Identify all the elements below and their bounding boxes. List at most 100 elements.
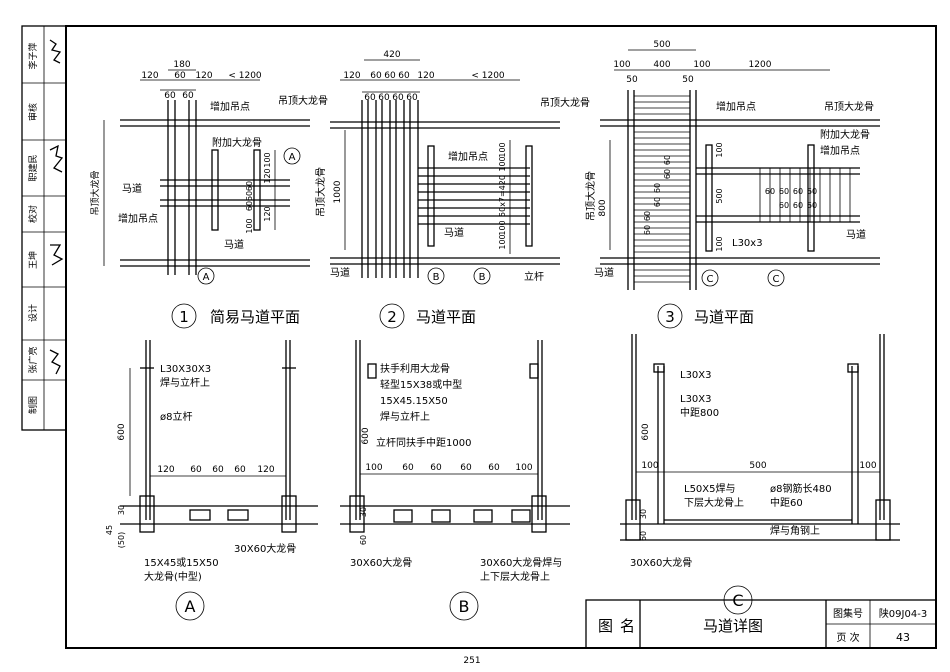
figure-name-label: 图 bbox=[598, 617, 613, 635]
signature bbox=[49, 39, 62, 64]
side-cell-2: 职建民 bbox=[27, 154, 39, 181]
side-cell-3: 校对 bbox=[27, 205, 39, 223]
plan-number: 3 bbox=[665, 308, 675, 326]
dim: 60 bbox=[663, 155, 672, 165]
plan-1: 180 120 60 120 < 1200 60 60 吊顶大龙骨 100 12… bbox=[89, 60, 328, 329]
dim: 800 bbox=[598, 199, 608, 216]
title-block: 图 名 马道详图 图集号 陕09J04-3 页 次 43 bbox=[585, 599, 937, 649]
dim: 120 bbox=[417, 71, 434, 81]
label: 立杆 bbox=[524, 270, 544, 283]
dim: 180 bbox=[173, 60, 190, 70]
dim: 120 bbox=[157, 465, 174, 475]
walkway-slats bbox=[634, 95, 690, 283]
section-marker: C bbox=[773, 274, 780, 285]
label: 增加吊点 bbox=[118, 212, 158, 225]
label: 马道 bbox=[122, 182, 142, 195]
plan-caption: 简易马道平面 bbox=[210, 308, 300, 326]
dim: 60 bbox=[402, 463, 414, 473]
label: 马道 bbox=[444, 226, 464, 239]
note: 中距800 bbox=[680, 406, 719, 419]
dim: 60 bbox=[779, 187, 789, 196]
label: 增加吊点 bbox=[448, 150, 488, 163]
dim: 60 bbox=[639, 531, 648, 541]
section-marker: A bbox=[289, 152, 296, 163]
dim: 60 bbox=[164, 91, 176, 101]
note: 30X60大龙骨 bbox=[350, 556, 412, 569]
dim: 50 bbox=[626, 75, 638, 85]
side-cell-4: 王坤 bbox=[27, 251, 39, 269]
dim: 60 bbox=[430, 463, 442, 473]
dim: 50 bbox=[682, 75, 694, 85]
plan-caption: 马道平面 bbox=[694, 308, 754, 326]
note: 立杆同扶手中距1000 bbox=[376, 436, 471, 449]
dim: 500 bbox=[653, 40, 670, 50]
dim: 60 bbox=[384, 71, 396, 81]
note: 大龙骨(中型) bbox=[144, 570, 202, 583]
dim: 100 bbox=[498, 234, 507, 249]
book-page-number: 251 bbox=[463, 656, 480, 666]
page-label: 页 次 bbox=[836, 631, 859, 644]
label: 吊顶大龙骨 bbox=[540, 96, 590, 109]
section-marker: B bbox=[479, 272, 486, 283]
note: 下层大龙骨上 bbox=[684, 496, 744, 509]
dim: 120 bbox=[257, 465, 274, 475]
label: 马道 bbox=[846, 228, 866, 241]
atlas-number: 陕09J04-3 bbox=[879, 607, 927, 620]
dim: < 1200 bbox=[228, 71, 262, 81]
signature bbox=[49, 144, 64, 173]
dim: 60 bbox=[182, 91, 194, 101]
dim: 100 bbox=[715, 236, 724, 251]
dim: 100 bbox=[859, 461, 876, 471]
label: 马道 bbox=[224, 238, 244, 251]
drawing-title: 马道详图 bbox=[703, 617, 763, 635]
note: 30X60大龙骨 bbox=[630, 556, 692, 569]
section-id: B bbox=[459, 597, 470, 616]
dim: 1200 bbox=[749, 60, 772, 70]
note: 焊与立杆上 bbox=[160, 376, 210, 389]
label: 附加大龙骨 bbox=[212, 136, 262, 149]
label: L30x3 bbox=[732, 238, 763, 249]
note: 轻型15X38或中型 bbox=[380, 378, 462, 391]
label: 吊顶大龙骨 bbox=[278, 94, 328, 107]
dim: 60 bbox=[370, 71, 382, 81]
dim: 100 bbox=[498, 156, 507, 171]
dim: 120 bbox=[195, 71, 212, 81]
note: 30X60大龙骨 bbox=[234, 542, 296, 555]
dim: 100 bbox=[263, 152, 272, 167]
dim: 120 bbox=[141, 71, 158, 81]
dim: 60 bbox=[245, 201, 254, 211]
dim: 100 bbox=[498, 220, 507, 235]
signature bbox=[50, 244, 64, 266]
dim: 30 bbox=[639, 509, 648, 519]
plan-caption: 马道平面 bbox=[416, 308, 476, 326]
dim: 60 bbox=[643, 225, 652, 235]
label: 增加吊点 bbox=[210, 100, 250, 113]
note: 上下层大龙骨上 bbox=[480, 570, 550, 583]
dim: 60 bbox=[663, 169, 672, 179]
section-marker: B bbox=[433, 272, 440, 283]
side-slats bbox=[696, 167, 860, 223]
note: 中距60 bbox=[770, 496, 803, 509]
note: 15X45或15X50 bbox=[144, 557, 219, 569]
note: L30X3 bbox=[680, 370, 712, 381]
dim: 1000 bbox=[333, 180, 343, 203]
dim: 600 bbox=[641, 423, 651, 440]
dim: 60 bbox=[406, 93, 418, 103]
dim: 600 bbox=[361, 427, 371, 444]
plan-number: 2 bbox=[387, 308, 397, 326]
note: L30X30X3 bbox=[160, 364, 211, 375]
dim: (50) bbox=[117, 532, 126, 548]
dim: 400 bbox=[653, 60, 670, 70]
note: 焊与立杆上 bbox=[380, 410, 430, 423]
label: 附加大龙骨 bbox=[820, 128, 870, 141]
label: 马道 bbox=[330, 266, 350, 279]
label: 增加吊点 bbox=[820, 144, 860, 157]
note: 扶手利用大龙骨 bbox=[380, 362, 450, 375]
dim: 120 bbox=[263, 168, 272, 183]
dim: 30 bbox=[359, 507, 368, 517]
dim: < 1200 bbox=[471, 71, 505, 81]
dim: 60 bbox=[212, 465, 224, 475]
label: 增加吊点 bbox=[716, 100, 756, 113]
label: 吊顶大龙骨 bbox=[584, 171, 597, 221]
dim: 100 bbox=[641, 461, 658, 471]
